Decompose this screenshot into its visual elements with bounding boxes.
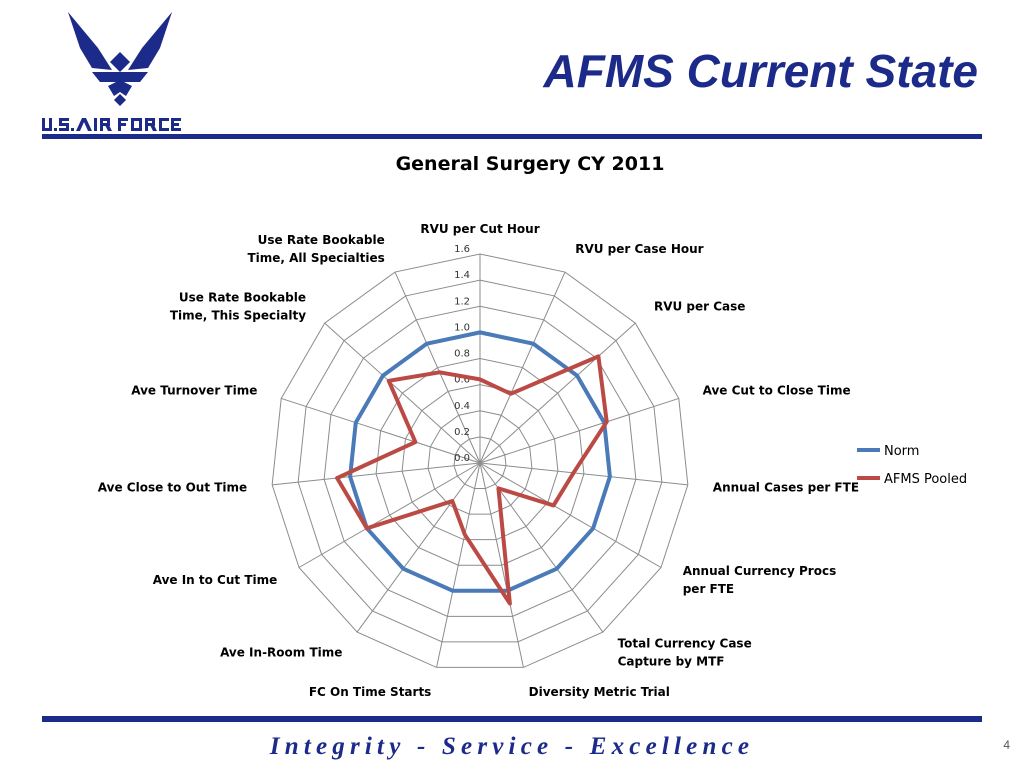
grid-spoke xyxy=(394,271,481,464)
grid-spoke xyxy=(479,462,662,568)
axis-label: Ave Turnover Time xyxy=(131,384,257,398)
axis-label: RVU per Cut Hour xyxy=(420,222,539,236)
air-force-logo xyxy=(42,12,181,131)
radial-tick-label: 1.0 xyxy=(454,322,470,333)
radial-tick-label: 1.4 xyxy=(454,270,470,281)
radial-tick-label: 1.2 xyxy=(454,296,470,307)
series-line-afms-pooled xyxy=(335,354,609,606)
grid-spoke xyxy=(479,322,636,464)
axis-label: Ave Close to Out Time xyxy=(98,480,247,494)
grid-ring xyxy=(375,357,585,566)
grid-ring xyxy=(323,305,637,617)
axis-label: Diversity Metric Trial xyxy=(529,685,670,699)
grid-spoke xyxy=(272,462,481,486)
radial-tick-label: 0.0 xyxy=(454,453,470,464)
grid-spoke xyxy=(356,462,481,633)
radial-tick-label: 0.8 xyxy=(454,349,470,360)
radial-tick-label: 0.6 xyxy=(454,375,470,386)
radial-tick-label: 0.2 xyxy=(454,427,470,438)
grid-spoke xyxy=(479,271,566,464)
axis-label: Ave In-Room Time xyxy=(220,645,342,659)
grid-spoke xyxy=(479,462,524,668)
legend-label: Norm xyxy=(884,444,919,459)
footer-motto: Integrity - Service - Excellence xyxy=(269,733,755,760)
grid-spoke xyxy=(298,462,481,568)
legend-label: AFMS Pooled xyxy=(884,472,967,487)
header-divider xyxy=(42,134,982,139)
footer-divider xyxy=(42,716,982,722)
axis-label: Annual Cases per FTE xyxy=(713,480,859,494)
page-number: 4 xyxy=(1003,738,1010,752)
series-line-norm xyxy=(348,330,612,593)
axis-label: Ave Cut to Close Time xyxy=(703,384,851,398)
grid-spoke xyxy=(436,462,481,668)
grid-spoke xyxy=(479,397,679,464)
grid-ring xyxy=(453,436,507,490)
grid-ring xyxy=(271,253,689,668)
chart-title: General Surgery CY 2011 xyxy=(396,153,665,175)
axis-label: Ave In to Cut Time xyxy=(153,573,278,587)
grid-spoke xyxy=(324,322,481,464)
grid-spoke xyxy=(281,397,481,464)
grid-ring xyxy=(427,410,533,515)
grid-spoke xyxy=(479,462,688,486)
axis-label: RVU per Case Hour xyxy=(575,242,703,256)
grid-ring xyxy=(297,279,663,643)
axis-label: RVU per Case xyxy=(654,299,745,313)
axis-label: FC On Time Starts xyxy=(309,685,432,699)
radial-tick-label: 1.6 xyxy=(454,244,470,255)
radar-chart: General Surgery CY 2011 0.0 0.2 0.4 0.6 0.8 1.… xyxy=(98,153,967,699)
radial-tick-label: 0.4 xyxy=(454,401,470,412)
grid-ring xyxy=(401,384,559,541)
page-title: AFMS Current State xyxy=(543,45,978,97)
